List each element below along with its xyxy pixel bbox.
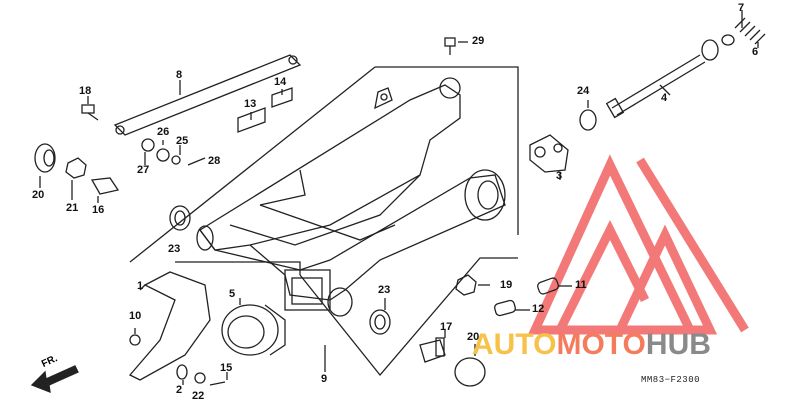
callout-11: 11 xyxy=(575,279,587,291)
callout-25: 25 xyxy=(176,135,189,147)
callout-28: 28 xyxy=(208,155,221,167)
watermark-logo-icon xyxy=(528,154,749,335)
watermark-text: AUTOMOTOHUB xyxy=(472,328,711,362)
watermark-part-moto: MOTO xyxy=(556,328,646,361)
callout-7: 7 xyxy=(738,2,745,14)
callout-16: 16 xyxy=(92,204,105,216)
callout-17: 17 xyxy=(440,321,453,333)
callout-29: 29 xyxy=(472,35,485,47)
callout-3: 3 xyxy=(556,170,563,182)
callout-18: 18 xyxy=(79,85,92,97)
callout-22: 22 xyxy=(192,390,205,402)
callout-6: 6 xyxy=(752,46,759,58)
callout-15: 15 xyxy=(220,362,233,374)
diagram-code: MM83−F2300 xyxy=(641,375,701,385)
callout-23-left: 23 xyxy=(168,243,181,255)
callout-27: 27 xyxy=(137,164,150,176)
linework xyxy=(30,10,766,394)
callout-24: 24 xyxy=(577,85,590,97)
callout-1: 1 xyxy=(137,280,144,292)
watermark-part-hub: HUB xyxy=(645,328,711,361)
callout-4: 4 xyxy=(661,92,668,104)
watermark-part-auto: AUTO xyxy=(472,328,557,361)
callout-10: 10 xyxy=(129,310,142,322)
callout-20-right: 20 xyxy=(467,331,480,343)
callout-5: 5 xyxy=(229,288,236,300)
callout-2: 2 xyxy=(176,384,183,396)
callout-23-right: 23 xyxy=(378,284,391,296)
callout-20-left: 20 xyxy=(32,189,45,201)
callout-26: 26 xyxy=(157,126,170,138)
callout-19: 19 xyxy=(500,279,513,291)
callout-14: 14 xyxy=(274,76,287,88)
callout-8: 8 xyxy=(176,69,183,81)
callout-9: 9 xyxy=(321,373,328,385)
callout-12: 12 xyxy=(532,303,545,315)
callout-21: 21 xyxy=(66,202,79,214)
callout-13: 13 xyxy=(244,98,257,110)
